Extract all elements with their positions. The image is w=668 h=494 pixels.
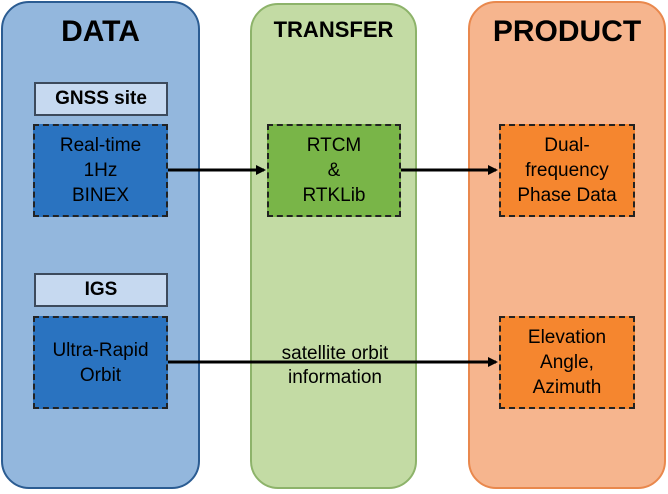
realtime-binex-node: Real-time 1Hz BINEX [33,124,168,217]
product-column-title: PRODUCT [492,15,642,48]
gnss-site-label: GNSS site [34,82,168,116]
transfer-column-title: TRANSFER [273,17,394,42]
ultra-rapid-orbit-node: Ultra-Rapid Orbit [33,316,168,409]
orbit-info-edge-label: satellite orbit information [281,343,389,388]
dual-frequency-phase-node: Dual- frequency Phase Data [499,124,635,217]
rtcm-rtklib-node: RTCM & RTKLib [267,124,401,217]
elevation-azimuth-node: Elevation Angle, Azimuth [499,316,635,409]
transfer-column: TRANSFER [250,3,417,489]
igs-label: IGS [34,273,168,307]
data-column-title: DATA [61,15,140,48]
